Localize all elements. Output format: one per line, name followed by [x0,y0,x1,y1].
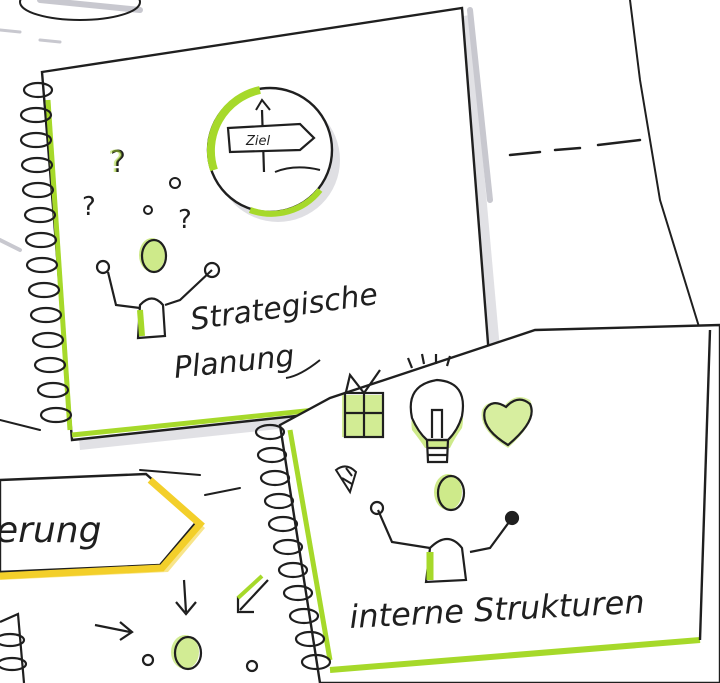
svg-text:?: ? [82,192,96,222]
small-person-with-arrows [0,576,268,683]
svg-text:?: ? [108,145,124,180]
svg-text:?: ? [178,205,192,235]
signpost-label: Ziel [245,134,271,149]
arrow-banner-label: erung [0,510,101,551]
arrow-banner: erung [0,474,205,580]
